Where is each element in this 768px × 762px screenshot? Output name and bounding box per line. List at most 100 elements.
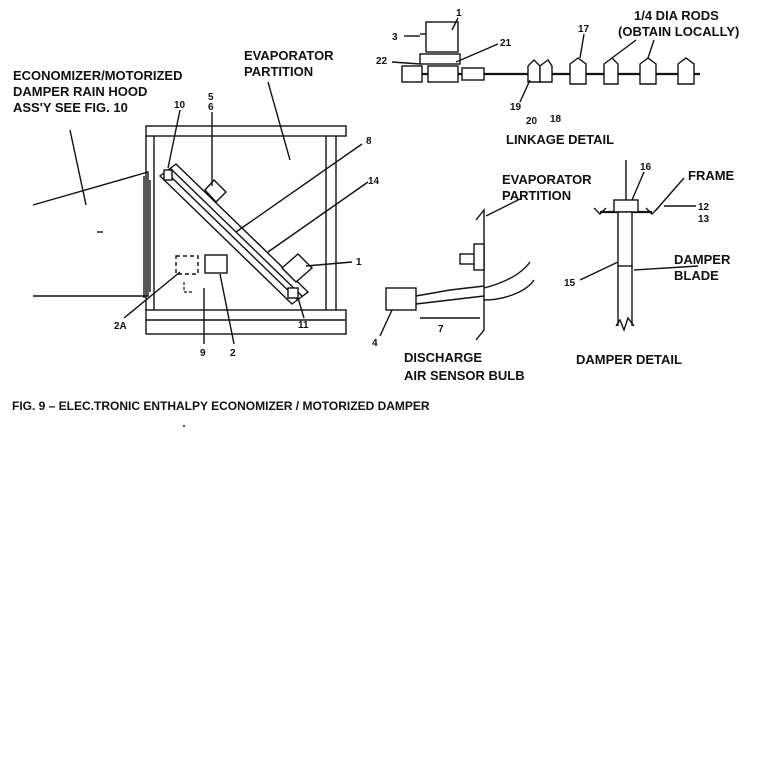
rod-crank-left	[401, 65, 423, 83]
leader-14	[267, 181, 369, 253]
sensor-partition-label-line-1: EVAPORATOR	[502, 172, 592, 187]
frame-label: FRAME	[688, 168, 735, 183]
callout-2: 2	[230, 348, 236, 359]
callout-18: 18	[550, 114, 562, 125]
leader-16	[631, 171, 645, 201]
sensor-partition-wall	[475, 208, 485, 341]
leader-rods-a	[611, 39, 637, 59]
damper-blade-edge	[165, 171, 299, 301]
linkage-detail-title: LINKAGE DETAIL	[506, 132, 614, 147]
leader-22	[391, 61, 421, 65]
callout-17: 17	[578, 24, 590, 35]
speck	[183, 425, 185, 427]
rod-coupler	[461, 67, 485, 81]
clamp-18	[539, 58, 553, 83]
callout-19: 19	[510, 102, 522, 113]
rods-label-line-2: (OBTAIN LOCALLY)	[618, 24, 739, 39]
main-view: ECONOMIZER/MOTORIZED DAMPER RAIN HOOD AS…	[13, 48, 380, 359]
damper-blade	[158, 163, 310, 305]
leader-linkage-1	[451, 17, 459, 31]
frame-lip-left	[593, 207, 607, 215]
leader-11	[297, 297, 305, 319]
clamp-c	[677, 57, 695, 85]
sensor-title-line-1: DISCHARGE	[404, 350, 482, 365]
controller-2	[204, 254, 228, 274]
leader-blade	[633, 265, 699, 271]
damper-bushing	[613, 199, 639, 213]
sensor-partition-label-line-2: PARTITION	[502, 188, 571, 203]
controller-2a-dashed	[175, 255, 199, 275]
damper-break	[615, 316, 635, 333]
linkage-motor	[425, 21, 459, 53]
leader-10	[167, 109, 181, 169]
clamp-b	[639, 57, 657, 85]
blade-label-line-1: DAMPER	[674, 252, 731, 267]
callout-8: 8	[366, 136, 372, 147]
damper-detail: 16 FRAME 12 13 15 DAMPER BLADE DAMPER DE…	[564, 160, 735, 367]
callout-22: 22	[376, 56, 388, 67]
leader-frame	[655, 177, 685, 211]
sensor-partition-leader	[485, 197, 523, 217]
sensor-tube-top	[415, 285, 485, 297]
callout-12: 12	[698, 202, 710, 213]
blade-bracket-top	[163, 169, 173, 181]
frame-bottom	[145, 309, 347, 335]
damper-detail-title: DAMPER DETAIL	[576, 352, 682, 367]
callout-15: 15	[564, 278, 576, 289]
callout-10: 10	[174, 100, 186, 111]
clamp-20	[527, 59, 541, 83]
hood-label-line-2: DAMPER RAIN HOOD	[13, 84, 147, 99]
blade-bracket-bottom	[287, 287, 299, 299]
frame-top	[145, 125, 347, 137]
figure-caption: FIG. 9 – ELEC.TRONIC ENTHALPY ECONOMIZER…	[12, 399, 430, 413]
callout-13: 13	[698, 214, 710, 225]
leader-15	[579, 261, 619, 281]
hood-leader	[69, 129, 87, 206]
clamp-a	[603, 57, 619, 85]
leader-21	[455, 43, 499, 63]
main-partition-label-line-1: EVAPORATOR	[244, 48, 334, 63]
callout-4: 4	[372, 338, 378, 349]
controller-dashed-bracket	[183, 282, 194, 293]
linkage-detail: 3 1 22 21 17 19 20 18 1/4 DIA RODS (OBTA…	[376, 8, 739, 147]
partition-leader	[267, 81, 291, 161]
blade-label-line-2: BLADE	[674, 268, 719, 283]
hood-label-line-1: ECONOMIZER/MOTORIZED	[13, 68, 182, 83]
callout-21: 21	[500, 38, 512, 49]
leader-2a	[123, 271, 181, 319]
sensor-cable-b	[483, 279, 535, 301]
callout-20: 20	[526, 116, 538, 127]
damper-shaft	[617, 211, 633, 267]
callout-3: 3	[392, 32, 398, 43]
sensor-bulb	[385, 287, 417, 311]
sensor-cable-a	[483, 261, 531, 289]
leader-rods-b	[647, 39, 655, 59]
callout-1: 1	[356, 257, 362, 268]
actuator-motor	[280, 253, 314, 283]
leader-19	[519, 79, 531, 103]
callout-7: 7	[438, 324, 444, 335]
callout-5: 5	[208, 92, 214, 103]
sensor-title-line-2: AIR SENSOR BULB	[404, 368, 525, 383]
callout-16: 16	[640, 162, 652, 173]
motor-base	[419, 53, 461, 65]
leader-4	[379, 309, 393, 337]
clamp-17	[569, 57, 587, 85]
leader-2	[219, 273, 235, 345]
hood-label-line-3: ASS'Y SEE FIG. 10	[13, 100, 128, 115]
sensor-tube-bottom	[415, 295, 485, 305]
sensor-mount	[473, 243, 485, 271]
sensor-detail: EVAPORATOR PARTITION 4 7 DISCHARGE AIR S…	[372, 172, 592, 383]
callout-6: 6	[208, 102, 214, 113]
rods-label-line-1: 1/4 DIA RODS	[634, 8, 719, 23]
leader-17	[579, 33, 585, 59]
callout-14: 14	[368, 176, 380, 187]
leader-1	[305, 261, 353, 267]
main-partition-label-line-2: PARTITION	[244, 64, 313, 79]
callout-linkage-1: 1	[456, 8, 462, 19]
actuator-bracket	[204, 178, 227, 204]
callout-2a: 2A	[114, 321, 127, 332]
callout-11: 11	[298, 320, 309, 331]
